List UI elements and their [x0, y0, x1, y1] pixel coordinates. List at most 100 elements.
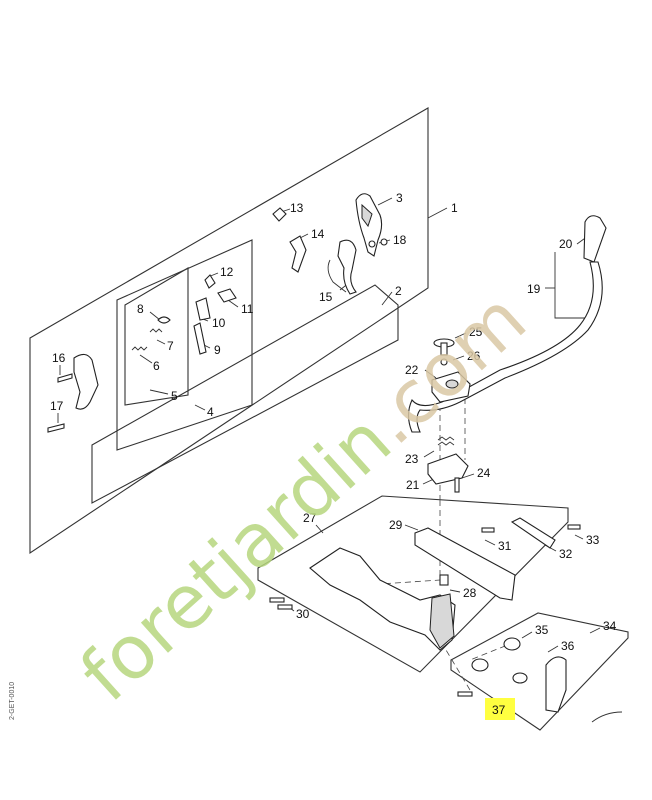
cable-part-15: [327, 239, 357, 295]
clip-part-8: [157, 316, 171, 324]
callout-20: 20: [559, 237, 573, 251]
ring-part: [471, 658, 528, 684]
frame-1: [29, 107, 429, 555]
leader-1: [427, 207, 448, 219]
direction-arrow: [591, 711, 623, 723]
screw-part-33: [567, 524, 581, 530]
callout-18: 18: [393, 233, 407, 247]
plate-part-32: [510, 517, 556, 549]
callout-6: 6: [153, 359, 160, 373]
clamp-bottom-part-21: [427, 453, 469, 485]
leader-27: [315, 524, 324, 534]
callout-36: 36: [561, 639, 575, 653]
leader-11: [227, 299, 239, 308]
screw-part-24: [454, 477, 460, 493]
callout-30: 30: [296, 607, 310, 621]
screws-part-30: [269, 597, 293, 610]
leader-25: [454, 332, 467, 339]
latch-part-11: [217, 288, 237, 303]
sleeve-part-35: [503, 637, 521, 651]
spring-part-7: [149, 328, 163, 333]
callout-4: 4: [207, 405, 214, 419]
callout-3: 3: [396, 191, 403, 205]
clip-part-13: [272, 207, 287, 222]
callout-17: 17: [50, 399, 64, 413]
callout-21: 21: [406, 478, 420, 492]
callout-10: 10: [212, 316, 226, 330]
trigger-part: [47, 353, 99, 433]
callout-5: 5: [171, 389, 178, 403]
callout-26: 26: [467, 349, 481, 363]
frame-27: [257, 495, 569, 673]
leader-28: [449, 589, 461, 593]
callout-19: 19: [527, 282, 541, 296]
pin-part-9: [193, 322, 207, 355]
frame-2: [91, 284, 399, 504]
leader-29: [404, 524, 419, 531]
spring-part-23: [437, 436, 455, 446]
leader-24: [461, 473, 475, 479]
lever-part-10: [195, 297, 211, 321]
highlight-box-37: [485, 698, 515, 720]
nut-part-28: [439, 574, 449, 586]
callout-23: 23: [405, 452, 419, 466]
grip-part-36: [545, 656, 567, 713]
callout-37: 37: [492, 703, 506, 717]
screw-part-37: [457, 691, 473, 697]
callout-9: 9: [214, 343, 221, 357]
callout-15: 15: [319, 290, 333, 304]
knob-part-25: [433, 338, 455, 356]
callout-8: 8: [137, 302, 144, 316]
callout-27: 27: [303, 511, 317, 525]
screw-part-18: [380, 238, 388, 246]
leader-23: [423, 450, 435, 458]
screw-part-31: [481, 527, 495, 533]
callout-14: 14: [311, 227, 325, 241]
callout-1: 1: [451, 201, 458, 215]
svg-text:foretjardin.com: foretjardin.com: [64, 276, 542, 718]
callout-labels: 1 2 3 4 5 6 7 8 9 10 11 12 13 14 15 16 1…: [50, 191, 617, 717]
callout-25: 25: [469, 325, 483, 339]
callout-32: 32: [559, 547, 573, 561]
leader-26: [452, 355, 465, 361]
leader-6: [139, 354, 153, 364]
leader-3: [377, 197, 393, 206]
spring-part-6: [131, 346, 148, 351]
leader-36: [547, 645, 559, 653]
callout-13: 13: [290, 201, 304, 215]
leader-7: [156, 339, 166, 345]
callout-35: 35: [535, 623, 549, 637]
housing-part-27: [309, 547, 456, 651]
leader-34: [589, 627, 601, 634]
leader-5: [149, 389, 169, 395]
leader-2: [381, 291, 393, 306]
callout-34: 34: [603, 619, 617, 633]
leader-22: [424, 369, 437, 379]
callout-29: 29: [389, 518, 403, 532]
leader-19: [554, 252, 585, 319]
side-code: 2-GET-0010: [9, 682, 16, 720]
callout-2: 2: [395, 284, 402, 298]
callout-7: 7: [167, 339, 174, 353]
callout-22: 22: [405, 363, 419, 377]
leader-4: [194, 404, 206, 411]
callout-12: 12: [220, 265, 234, 279]
leader-33: [574, 534, 584, 540]
leader-35: [521, 631, 533, 639]
handlebar-part: [407, 215, 607, 433]
leader-31: [484, 539, 496, 546]
lever-part-14: [289, 235, 307, 273]
callout-28: 28: [463, 586, 477, 600]
washer-part-26: [440, 358, 448, 366]
frame-34: [450, 612, 629, 731]
callout-16: 16: [52, 351, 66, 365]
assembly-axis-6: [469, 641, 516, 661]
callout-31: 31: [498, 539, 512, 553]
leader-8: [149, 311, 161, 321]
control-handle-part: [355, 193, 383, 257]
frame-5: [124, 267, 189, 406]
callout-33: 33: [586, 533, 600, 547]
frame-4: [116, 239, 253, 451]
callout-24: 24: [477, 466, 491, 480]
